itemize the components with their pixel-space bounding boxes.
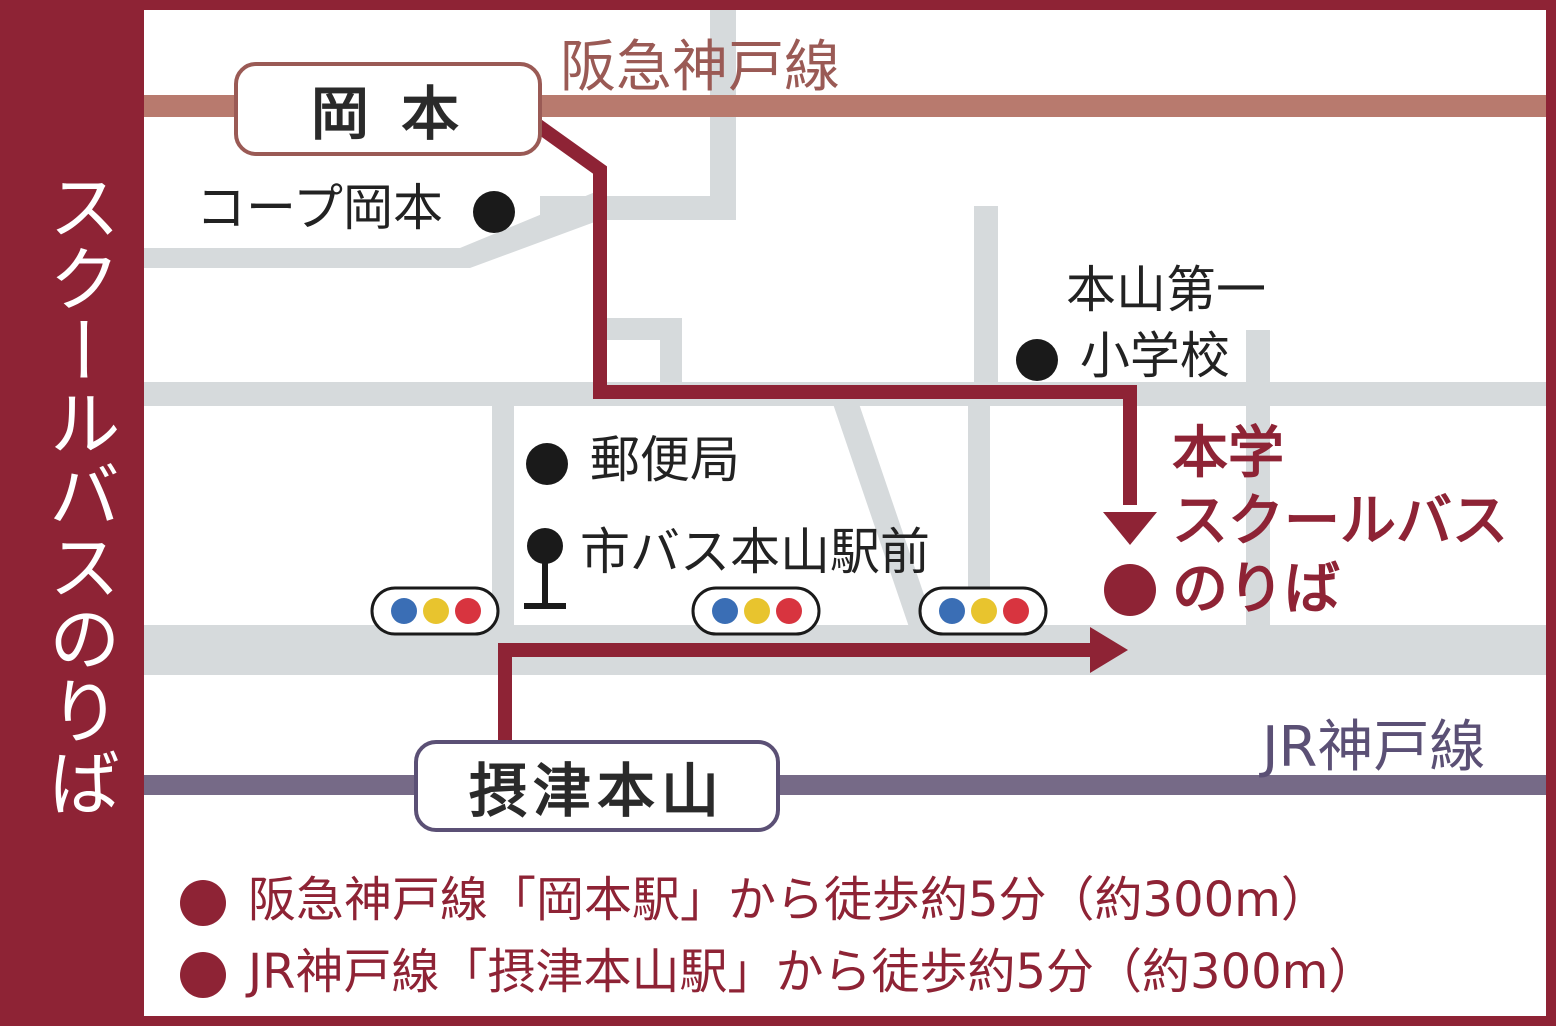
road [968, 395, 990, 635]
okamoto-station-box: 岡 本 [234, 62, 542, 156]
access-note-hankyu: 阪急神戸線「岡本駅」から徒歩約5分（約300m） [180, 860, 1329, 930]
route-from-settsu-motoyama [498, 643, 1090, 760]
access-note-hankyu-text: 阪急神戸線「岡本駅」から徒歩約5分（約300m） [248, 872, 1329, 928]
routes [498, 114, 1137, 760]
traffic-signal-icon [691, 586, 821, 636]
road [600, 318, 672, 340]
note-dot-icon [180, 880, 226, 926]
access-note-jr-text: JR神戸線「摂津本山駅」から徒歩約5分（約300m） [248, 944, 1377, 1000]
school-name-line1: 本山第一 [1066, 261, 1266, 319]
route-arrow-down [1103, 512, 1157, 545]
coop-dot-icon [472, 190, 515, 233]
school-name-line2: 小学校 [1079, 327, 1230, 385]
hankyu-line-label: 阪急神戸線 [560, 35, 840, 100]
bus-stop-sign-icon [524, 528, 566, 609]
map-panel [144, 10, 1546, 1016]
route-from-okamoto [525, 114, 1137, 505]
road [144, 190, 600, 268]
destination-label: 本学 スクールバス のりば [1172, 420, 1508, 624]
jr-line-label: JR神戸線 [1262, 715, 1486, 780]
road [830, 395, 936, 630]
road [974, 206, 998, 406]
road [492, 395, 514, 635]
road [1246, 330, 1270, 630]
settsu-motoyama-station-box: 摂津本山 [414, 740, 780, 832]
coop-okamoto-label: コープ岡本 [196, 179, 443, 237]
post-office-landmark: 郵便局 [526, 420, 740, 492]
destination-line3: のりば [1172, 557, 1340, 622]
post-office-label: 郵便局 [589, 431, 740, 489]
city-bus-stop-label: 市バス本山駅前 [580, 523, 930, 581]
access-note-jr: JR神戸線「摂津本山駅」から徒歩約5分（約300m） [180, 932, 1376, 1002]
road [660, 318, 682, 398]
bus-stop-marker [1104, 564, 1156, 616]
traffic-signal-icon [918, 586, 1048, 636]
post-office-dot-icon [526, 442, 568, 485]
side-title: スクールバスのりば [36, 170, 120, 818]
school-landmark: 小学校 [1016, 316, 1230, 388]
school-dot-icon [1016, 338, 1058, 381]
coop-okamoto-landmark: コープ岡本 [196, 168, 515, 240]
destination-line2: スクールバス [1172, 489, 1508, 554]
traffic-signal-icon [370, 586, 500, 636]
destination-line1: 本学 [1172, 421, 1284, 486]
route-arrow-right [1090, 627, 1128, 673]
note-dot-icon [180, 952, 226, 998]
